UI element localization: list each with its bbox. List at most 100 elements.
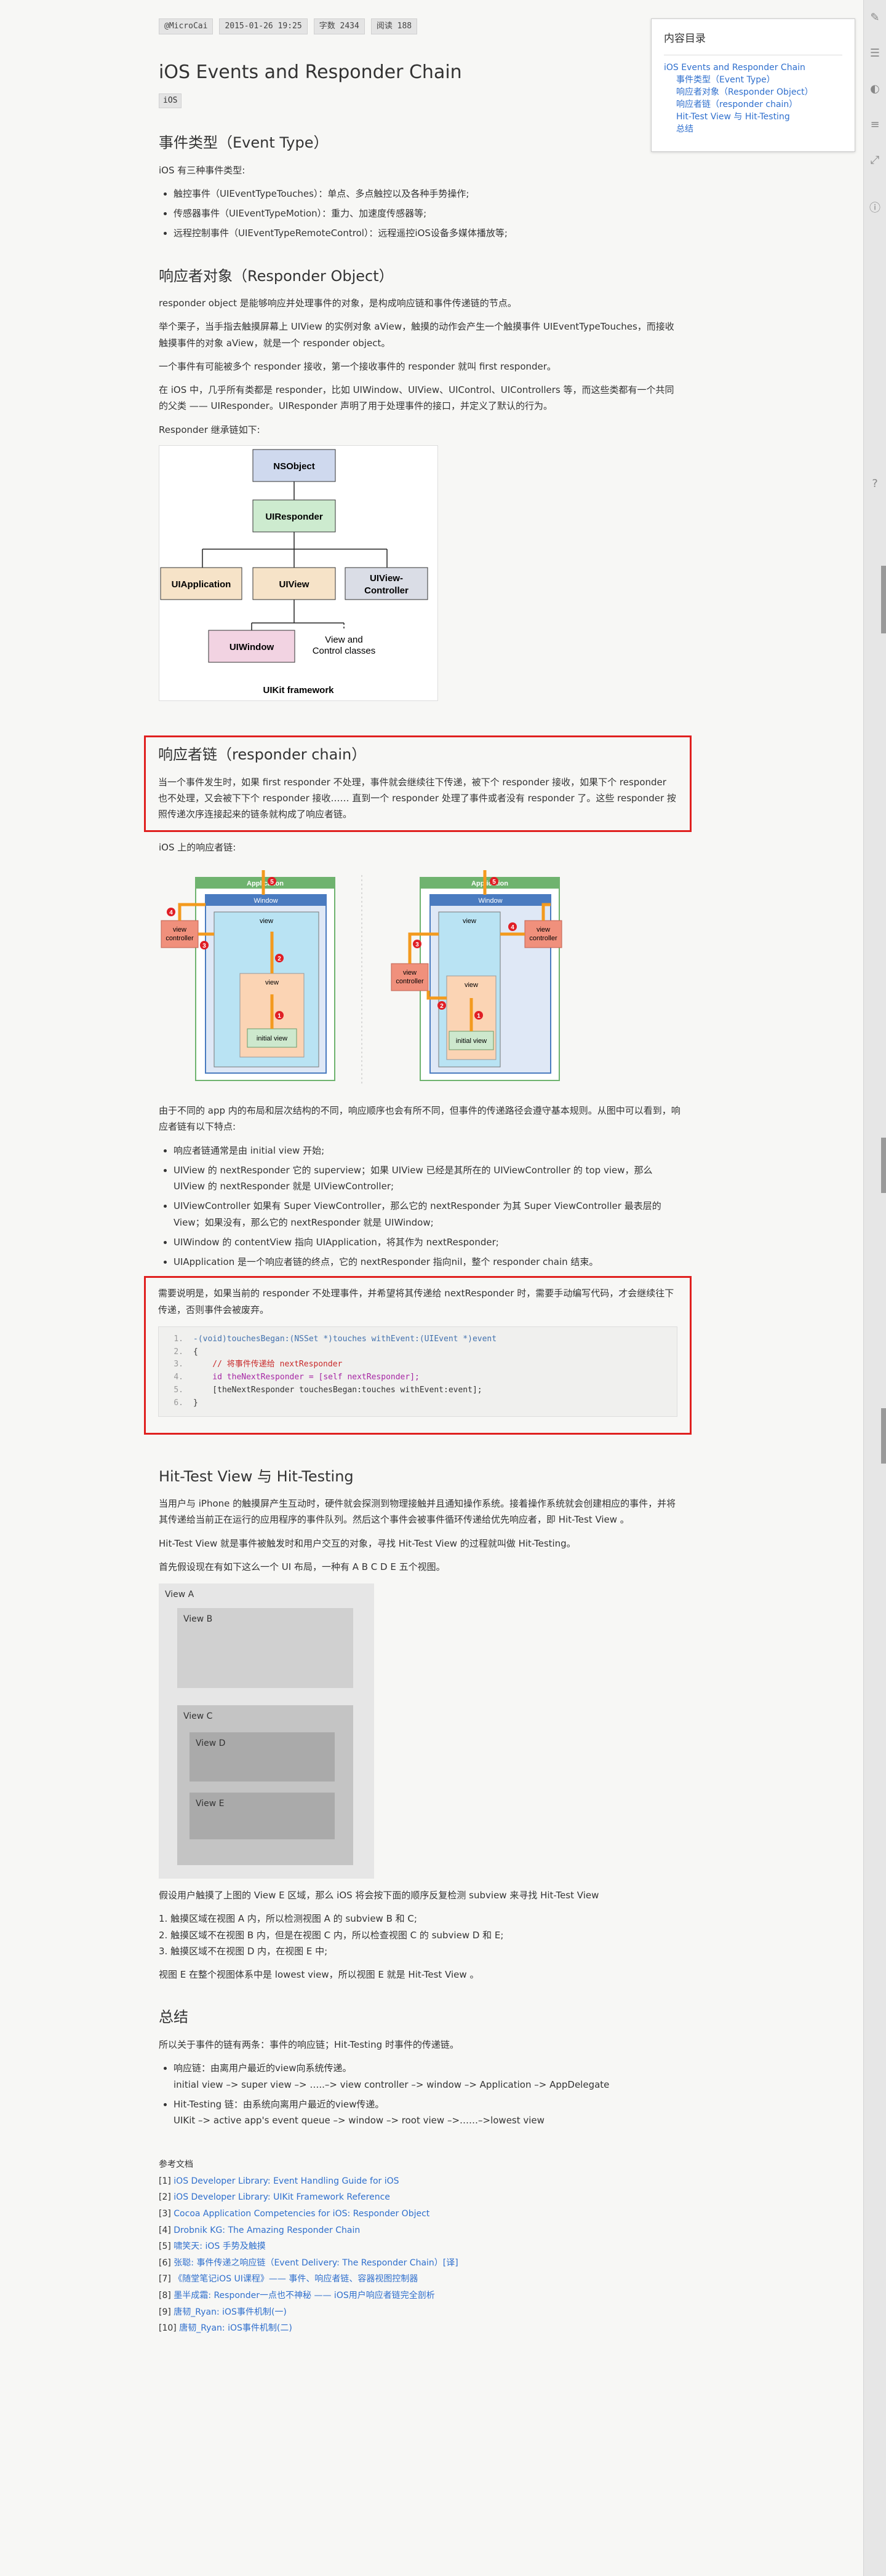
reference-item: [8] 墨半成霜: Responder一点也不神秘 —— iOS用户响应者链完全… [159,2291,435,2301]
line-number: 5. [174,1385,183,1395]
responder-chain-summary-title: 响应链：由离用户最近的view向系统传递。 [174,2063,352,2074]
author-badge[interactable]: @MicroCai [159,18,214,34]
toc-title: 内容目录 [664,33,706,45]
view-e-label: View E [196,1799,225,1809]
view-classes-label-1: View and [325,635,362,645]
toc-item-title[interactable]: iOS Events and Responder Chain [664,62,805,73]
fullscreen-button[interactable]: ⤢ [864,143,886,178]
list-item: UIWindow 的 contentView 指向 UIApplication，… [174,1234,682,1250]
code-line: // 将事件传递给 nextResponder [193,1360,343,1369]
theme-toggle-button[interactable]: ◐ [864,71,886,107]
toc-item-responder-chain[interactable]: 响应者链（responder chain） [676,99,798,109]
list-item: UIViewController 如果有 Super ViewControlle… [174,1198,682,1231]
reference-link[interactable]: Drobnik KG: The Amazing Responder Chain [174,2225,361,2235]
uiview-box [252,567,336,600]
paragraph: Responder 继承链如下: [159,424,260,435]
paragraph: responder object 是能够响应并处理事件的对象，是构成响应链和事件… [159,298,517,309]
code-line: { [193,1347,198,1357]
list-item: 传感器事件（UIEventTypeMotion）：重力、加速度传感器等; [174,205,682,221]
initial-view-label: initial view [257,1035,287,1042]
line-number: 2. [174,1347,183,1357]
step-3: 3 [202,943,206,949]
uiresponder-label: UIResponder [265,512,323,522]
reference-link[interactable]: 《随堂笔记iOS UI课程》—— 事件、响应者链、容器视图控制器 [174,2274,418,2285]
reference-link[interactable]: iOS Developer Library: Event Handling Gu… [174,2176,399,2186]
vc-label-2: controller [396,978,424,985]
line-number: 1. [174,1334,183,1344]
reference-item: [5] 啸笑天: iOS 手势及触摸 [159,2241,266,2252]
vc-label-2: controller [529,935,557,942]
heading-hit-test: Hit-Test View 与 Hit-Testing [159,1467,354,1485]
list-item: 触控事件（UIEventTypeTouches）：单点、多点触控以及各种手势操作… [174,186,682,202]
uiwindow-label: UIWindow [229,642,274,652]
reference-item: [2] iOS Developer Library: UIKit Framewo… [159,2192,390,2203]
view-label: view [265,979,279,986]
code-line: [theNextResponder touchesBegan:touches w… [193,1385,482,1395]
reference-link[interactable]: 啸笑天: iOS 手势及触摸 [174,2241,266,2252]
view-label: view [465,981,478,989]
help-icon: ? [872,477,878,491]
paragraph: 视图 E 在整个视图体系中是 lowest view，所以视图 E 就是 Hit… [159,1969,479,1981]
article-title: iOS Events and Responder Chain [159,61,462,83]
paragraph: Hit-Test View 就是事件被触发时和用户交互的对象，寻找 Hit-Te… [159,1537,576,1549]
scroll-marker [881,1408,886,1464]
code-line: id theNextResponder = [self nextResponde… [193,1373,420,1382]
step-4: 4 [169,910,173,916]
diagram-caption: UIKit framework [263,685,334,696]
code-highlight: 需要说明是，如果当前的 responder 不处理事件，并希望将其传递给 nex… [144,1276,692,1435]
reference-link[interactable]: 墨半成霜: Responder一点也不神秘 —— iOS用户响应者链完全剖析 [174,2291,435,2301]
reference-link[interactable]: iOS Developer Library: UIKit Framework R… [174,2192,390,2203]
info-button[interactable]: ⓘ [864,191,886,226]
reference-link[interactable]: Cocoa Application Competencies for iOS: … [174,2209,430,2219]
window-label: Window [478,897,502,905]
line-number: 4. [174,1373,183,1382]
hit-testing-summary-text: UIKit –> active app's event queue –> win… [174,2115,545,2126]
window-label: Window [253,897,277,905]
view-label: view [463,917,476,925]
toc-item-responder-object[interactable]: 响应者对象（Responder Object） [676,87,813,97]
application-label: Application [471,880,508,887]
vc-label-2: controller [166,935,194,942]
pencil-icon: ✎ [870,11,880,25]
uikit-inheritance-diagram: NSObject UIResponder UIApplication UIVie… [159,445,438,701]
paragraph: 首先假设现在有如下这么一个 UI 布局，一种有 A B C D E 五个视图。 [159,1561,445,1572]
step-5: 5 [270,879,274,886]
view-c: View C View D View E [177,1705,353,1866]
toc-item-summary[interactable]: 总结 [676,124,693,134]
responder-chain-highlight: 响应者链（responder chain） 当一个事件发生时，如果 first … [144,735,692,832]
view-d-label: View D [196,1738,226,1749]
list-item: 2. 触摸区域不在视图 B 内，但是在视图 C 内，所以检查视图 C 的 sub… [159,1929,504,1941]
reference-link[interactable]: 张聪: 事件传递之响应链（Event Delivery: The Respond… [174,2257,458,2268]
event-type-list: 触控事件（UIEventTypeTouches）：单点、多点触控以及各种手势操作… [159,186,682,242]
uiviewcontroller-label-2: Controller [364,585,409,596]
step-1: 1 [477,1013,481,1020]
reference-link[interactable]: 唐韧_Ryan: iOS事件机制(二) [179,2323,292,2334]
tag-ios[interactable]: iOS [159,93,182,108]
reference-item: [1] iOS Developer Library: Event Handlin… [159,2176,399,2186]
reference-link[interactable]: 唐韧_Ryan: iOS事件机制(一) [174,2307,287,2317]
code-block: 1.-(void)touchesBegan:(NSSet *)touches w… [158,1326,677,1417]
toc-item-event-type[interactable]: 事件类型（Event Type） [676,74,775,85]
paragraph: 假设用户触摸了上图的 View E 区域，那么 iOS 将会按下面的顺序反复检测… [159,1890,599,1901]
paragraph: 举个栗子，当手指去触摸屏幕上 UIView 的实例对象 aView，触摸的动作会… [159,321,674,349]
toc-toggle-button[interactable]: ☰ [864,36,886,71]
paragraph: 需要说明是，如果当前的 responder 不处理事件，并希望将其传递给 nex… [158,1288,674,1315]
help-button[interactable]: ? [864,466,886,502]
edit-button[interactable]: ✎ [864,0,886,36]
list-item: UIApplication 是一个响应者链的终点，它的 nextResponde… [174,1254,682,1270]
vc-label-1: view [537,926,550,933]
toc-item-hit-test[interactable]: Hit-Test View 与 Hit-Testing [676,111,790,122]
menu-button[interactable]: ≡ [864,107,886,143]
list-item: Hit-Testing 链：由系统向离用户最近的view传递。 UIKit –>… [174,2096,682,2129]
article-meta: @MicroCai 2015-01-26 19:25 字数 2434 阅读 18… [159,18,682,34]
heading-summary: 总结 [159,2008,188,2026]
paragraph: 在 iOS 中，几乎所有类都是 responder，比如 UIWindow、UI… [159,384,674,412]
scroll-marker [881,566,886,633]
paragraph: 当用户与 iPhone 的触摸屏产生互动时，硬件就会探测到物理接触并且通知操作系… [159,1498,676,1526]
step-3: 3 [415,941,419,948]
nsobject-label: NSObject [273,461,315,472]
references: 参考文档 [1] iOS Developer Library: Event Ha… [159,2157,682,2337]
paragraph: iOS 有三种事件类型: [159,164,245,176]
uiapplication-label: UIApplication [172,579,231,590]
step-1: 1 [277,1013,281,1020]
